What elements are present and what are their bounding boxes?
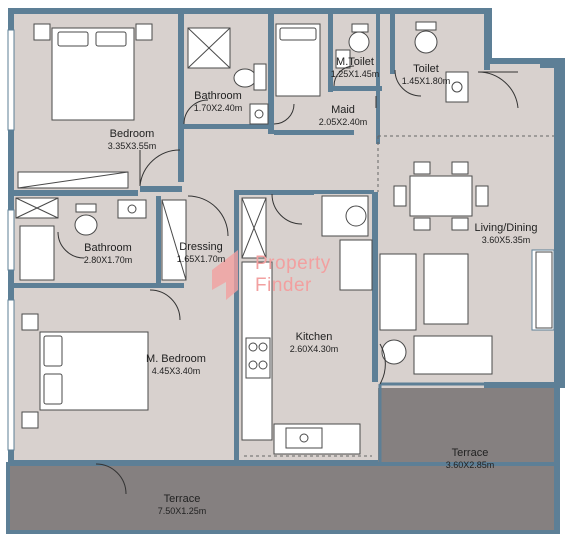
watermark-logo [212, 250, 238, 300]
sofa-left [379, 253, 417, 331]
fixtures [15, 21, 553, 455]
watermark-line1: Property [255, 253, 331, 274]
arch-lines [244, 135, 554, 457]
terrace-edge-right [554, 384, 560, 534]
terrace-bottom [10, 462, 558, 534]
interior-walls [14, 14, 560, 460]
watermark-line2: Finder [255, 275, 312, 296]
doors [57, 65, 519, 495]
stove [245, 337, 271, 379]
terrace-right-area [378, 388, 556, 470]
terrace-edge-left [6, 462, 10, 534]
terrace-edge [6, 530, 558, 534]
sofa-bottom [413, 335, 493, 375]
dining-table [409, 175, 473, 217]
terrace-rail [6, 462, 558, 466]
